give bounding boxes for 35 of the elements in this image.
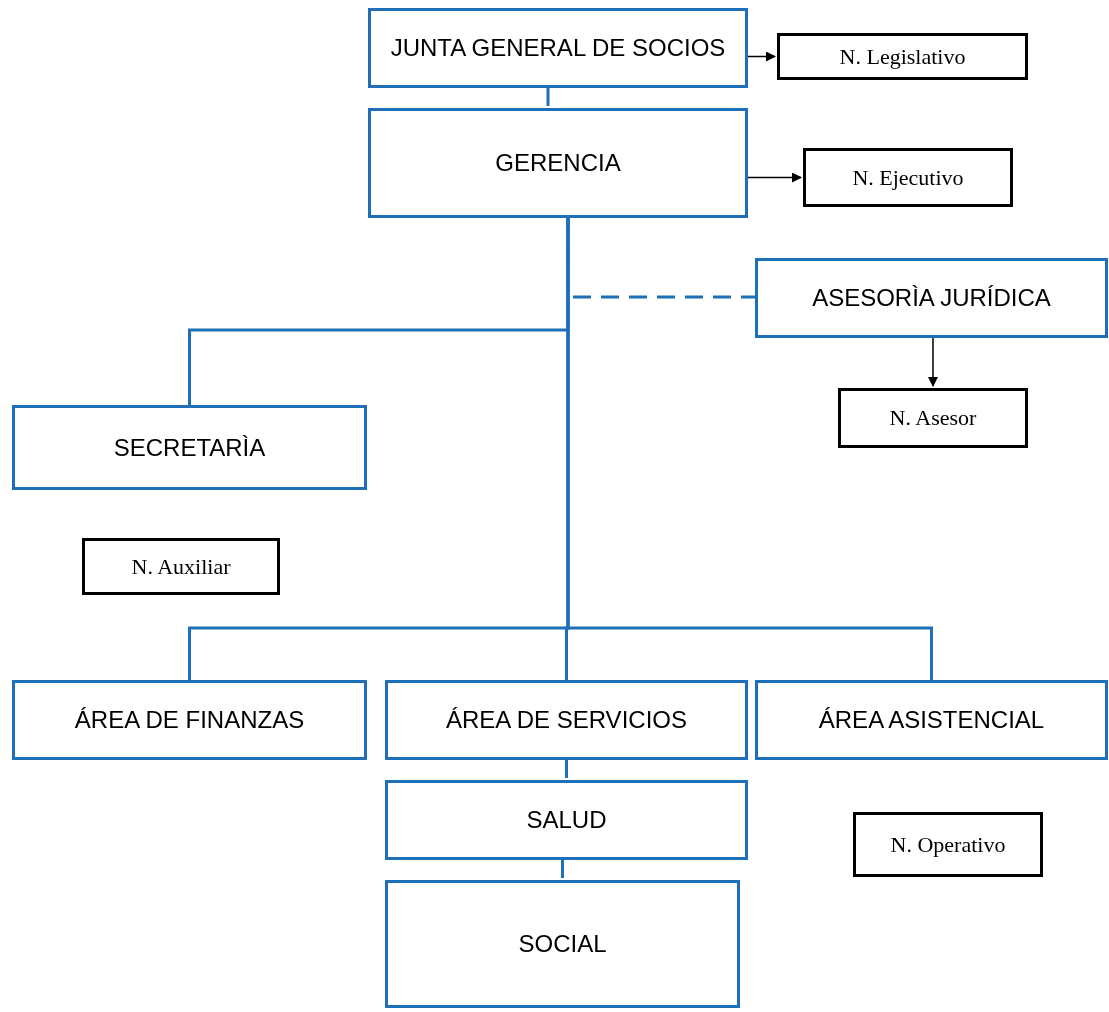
box-label: N. Asesor (889, 404, 977, 432)
org-box (385, 880, 740, 1008)
box-label: SECRETARÌA (113, 432, 266, 463)
level-box (803, 148, 1013, 207)
box-label: N. Operativo (890, 830, 1006, 859)
box-label: GERENCIA (495, 148, 621, 178)
arrow (747, 51, 776, 62)
box-label: ÁREA DE FINANZAS (74, 705, 305, 735)
org-box (368, 108, 748, 218)
connector-line (546, 88, 550, 106)
arrow (928, 337, 938, 387)
org-box (755, 258, 1108, 338)
level-box (82, 538, 280, 595)
box-label: ASESORÌA JURÍDICA (812, 283, 1051, 313)
connector-line (565, 760, 568, 778)
box-label: N. Legislativo (839, 42, 966, 71)
org-box (385, 680, 748, 760)
box-label: N. Auxiliar (131, 552, 231, 581)
box-label: JUNTA GENERAL DE SOCIOS (390, 33, 726, 63)
arrow (747, 172, 802, 183)
level-box (838, 388, 1028, 448)
level-box (853, 812, 1043, 877)
connector-line (561, 860, 564, 878)
box-label: N. Ejecutivo (852, 163, 964, 192)
connector-line (566, 218, 933, 680)
org-box (755, 680, 1108, 760)
level-box (777, 33, 1028, 80)
box-label: SOCIAL (518, 929, 607, 959)
org-box (12, 680, 367, 760)
box-label: ÁREA ASISTENCIAL (818, 705, 1045, 735)
org-box (368, 8, 748, 88)
org-box (12, 405, 367, 490)
box-label: ÁREA DE SERVICIOS (446, 705, 687, 735)
box-label: SALUD (526, 805, 607, 835)
org-box (385, 780, 748, 860)
